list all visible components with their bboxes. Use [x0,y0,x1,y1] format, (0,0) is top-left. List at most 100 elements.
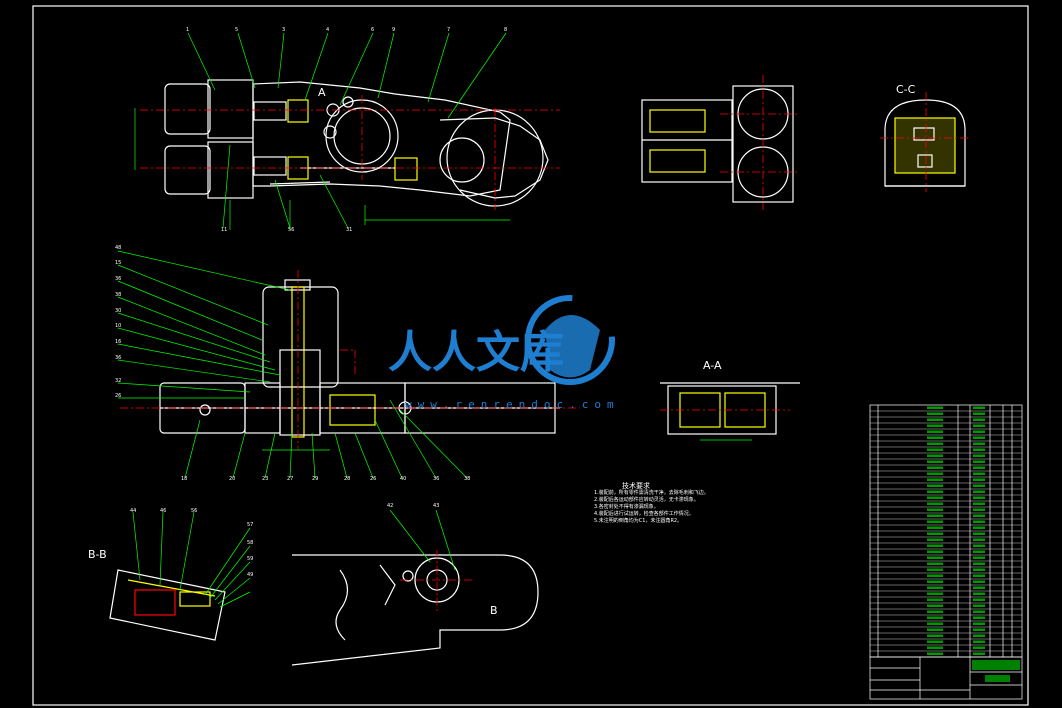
parts-list-cell [927,568,943,571]
parts-list-cell [927,526,943,529]
parts-list-cell [973,412,985,415]
top-side-view [641,85,794,203]
balloon-number: 43 [433,503,440,509]
middle-section-leaders [117,250,468,479]
balloon-number: 32 [115,378,122,384]
parts-list-cell [973,436,985,439]
balloon-number: 8 [504,27,508,33]
view-marker-a: A [318,86,326,99]
parts-list-cell [927,448,943,451]
aa-section [660,382,800,435]
technical-notes-title: 技术要求 [622,482,650,490]
parts-list-cell [927,610,943,613]
parts-list-cells [927,406,985,655]
top-view-leaders [187,32,507,229]
title-block [869,656,1023,700]
balloon-number: 59 [247,556,254,562]
side-view-bottom [291,554,539,666]
balloon-number: 49 [247,572,254,578]
parts-list-cell [973,610,985,613]
parts-list-cell [927,550,943,553]
balloon-number: 31 [346,227,353,233]
top-main-view-centerlines [140,95,560,210]
parts-list-cell [973,478,985,481]
parts-list-cell [973,532,985,535]
balloon-number: 42 [387,503,394,509]
technical-notes: 技术要求 1.装配前，所有零件需清洗干净，去除毛刺和飞边。 2.装配后各运动部件… [594,483,709,525]
parts-list-cell [927,640,943,643]
parts-list-cell [927,490,943,493]
technical-note-line: 2.装配后各运动部件应转动灵活，无卡滞现象。 [594,497,699,503]
parts-list-cell [973,538,985,541]
parts-list-cell [927,556,943,559]
balloon-number: 1 [186,27,190,33]
parts-list-cell [973,466,985,469]
parts-list-cell [973,652,985,655]
parts-list-cell [973,562,985,565]
top-side-view-centerlines [720,75,800,210]
parts-list-cell [973,520,985,523]
cc-section [884,99,966,187]
balloon-number: 15 [115,260,122,266]
balloon-number: 16 [115,339,122,345]
balloon-number: 6 [371,27,375,33]
parts-list-cell [973,430,985,433]
parts-list-cell [927,478,943,481]
balloon-number: 46 [160,508,167,514]
parts-list-cell [927,544,943,547]
balloon-number: 36 [115,355,122,361]
parts-list-cell [973,628,985,631]
parts-list-cell [973,592,985,595]
parts-list-cell [973,514,985,517]
balloon-number: 26 [115,393,122,399]
watermark-url: www.renrendoc.com [405,398,620,411]
parts-list-cell [973,574,985,577]
balloon-number: 3 [282,27,286,33]
parts-list-cell [973,454,985,457]
section-label-aa: A-A [703,359,722,372]
parts-list-cell [927,604,943,607]
balloon-number: 29 [312,476,319,482]
middle-section-centerlines [120,270,580,450]
parts-list-cell [927,598,943,601]
parts-list-cell [973,508,985,511]
parts-list-cell [927,472,943,475]
parts-list-cell [927,574,943,577]
balloon-number: 36 [433,476,440,482]
balloon-number: 36 [115,276,122,282]
balloon-number: 38 [115,292,122,298]
balloon-number: 27 [287,476,294,482]
side-view-centerlines [400,550,475,612]
parts-list-cell [927,436,943,439]
balloon-number: 56 [288,227,295,233]
parts-list-cell [927,418,943,421]
balloon-number: 40 [400,476,407,482]
balloon-number: 38 [464,476,471,482]
parts-list-cell [973,646,985,649]
balloon-number: 9 [392,27,396,33]
parts-list-cell [927,508,943,511]
watermark-brand: 人人文库 [388,327,564,378]
top-main-view-dims [134,108,510,230]
parts-list-cell [927,616,943,619]
balloon-number: 56 [191,508,198,514]
parts-list-cell [973,634,985,637]
parts-list-cell [973,418,985,421]
cc-section-centerline [880,92,970,192]
parts-list-cell [927,406,943,409]
parts-list-cell [927,514,943,517]
parts-list-cell [973,640,985,643]
technical-note-line: 4.装配后进行试运转，检查各部件工作情况。 [594,511,694,517]
parts-list-cell [927,562,943,565]
technical-note-line: 1.装配前，所有零件需清洗干净，去除毛刺和飞边。 [594,490,709,496]
parts-list-cell [927,412,943,415]
balloon-number: 30 [115,308,122,314]
parts-list-cell [973,442,985,445]
parts-list-cell [927,628,943,631]
parts-list-cell [973,556,985,559]
top-main-view [164,79,549,207]
parts-list-cell [927,646,943,649]
parts-list-cell [973,490,985,493]
parts-list-cell [973,568,985,571]
